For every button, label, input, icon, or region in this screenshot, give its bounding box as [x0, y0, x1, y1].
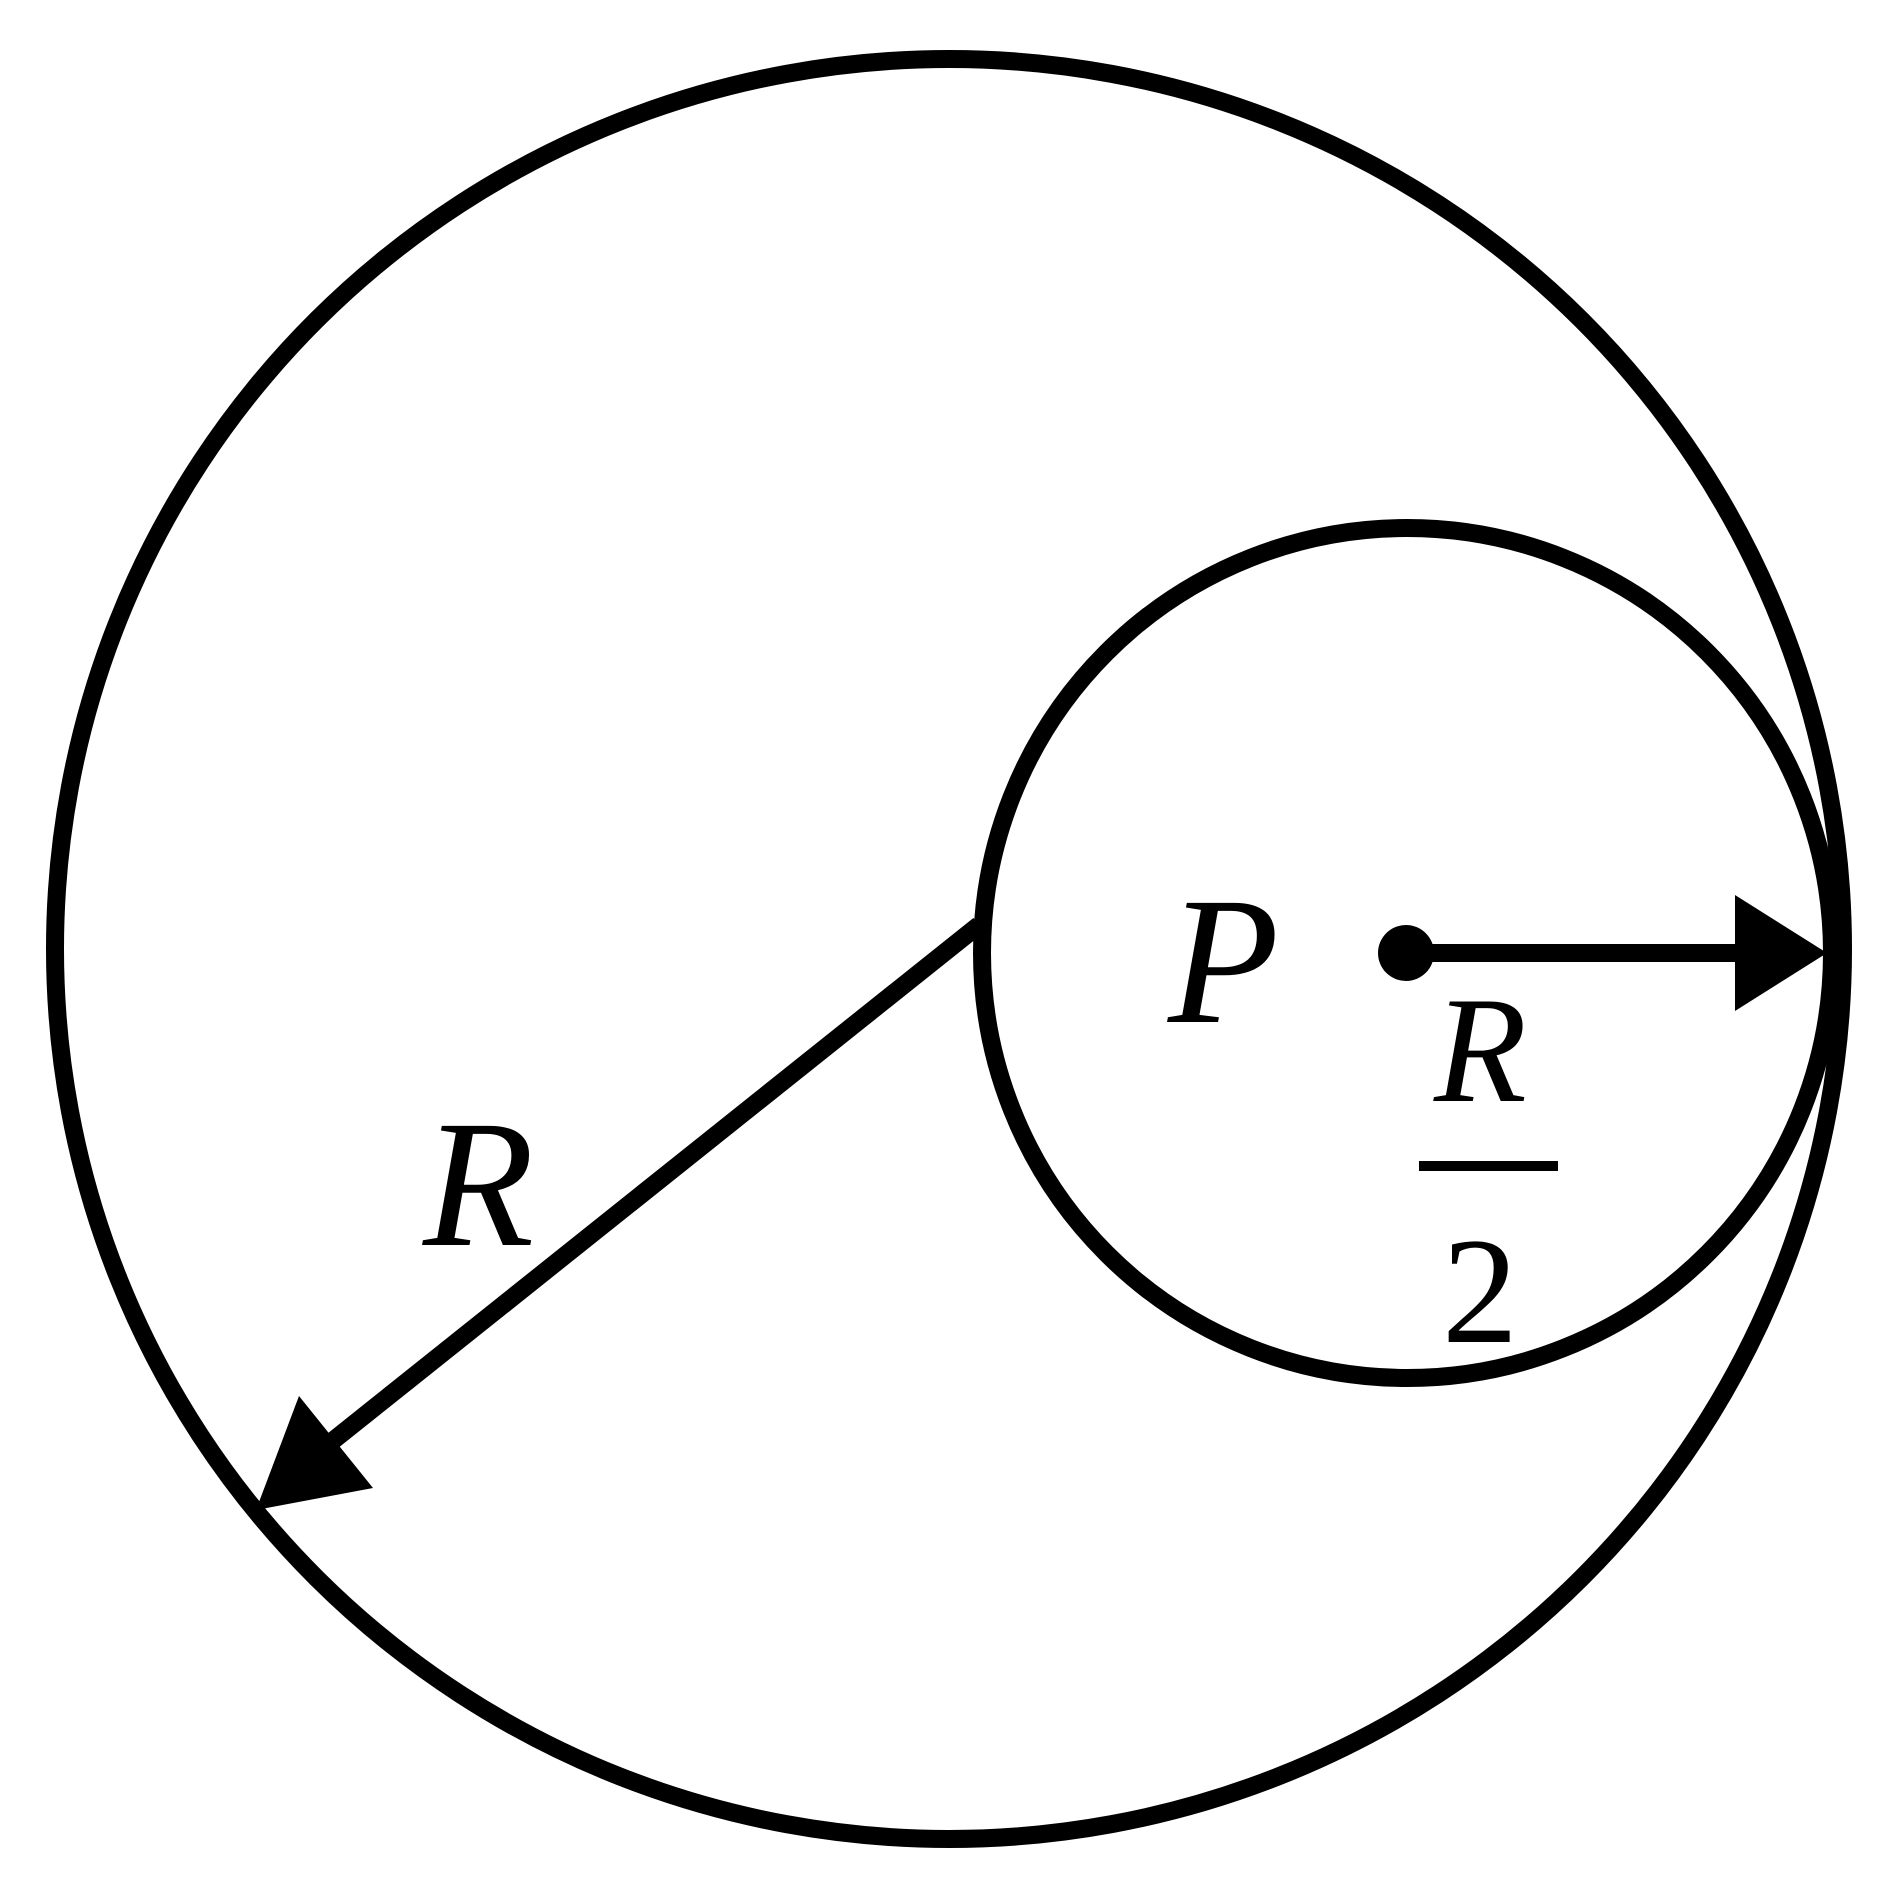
- small-radius-arrowhead: [1735, 895, 1827, 1011]
- small-radius-denominator: 2: [1442, 1207, 1518, 1375]
- center-point-p: [1378, 925, 1434, 981]
- large-radius-arrow-shaft: [324, 917, 985, 1451]
- small-circle: [973, 519, 1841, 1387]
- point-label-p: P: [1167, 861, 1279, 1062]
- large-circle: [46, 50, 1852, 1848]
- small-radius-numerator: R: [1433, 966, 1527, 1134]
- large-radius-arrowhead: [256, 1396, 373, 1510]
- large-radius-label: R: [422, 1084, 534, 1285]
